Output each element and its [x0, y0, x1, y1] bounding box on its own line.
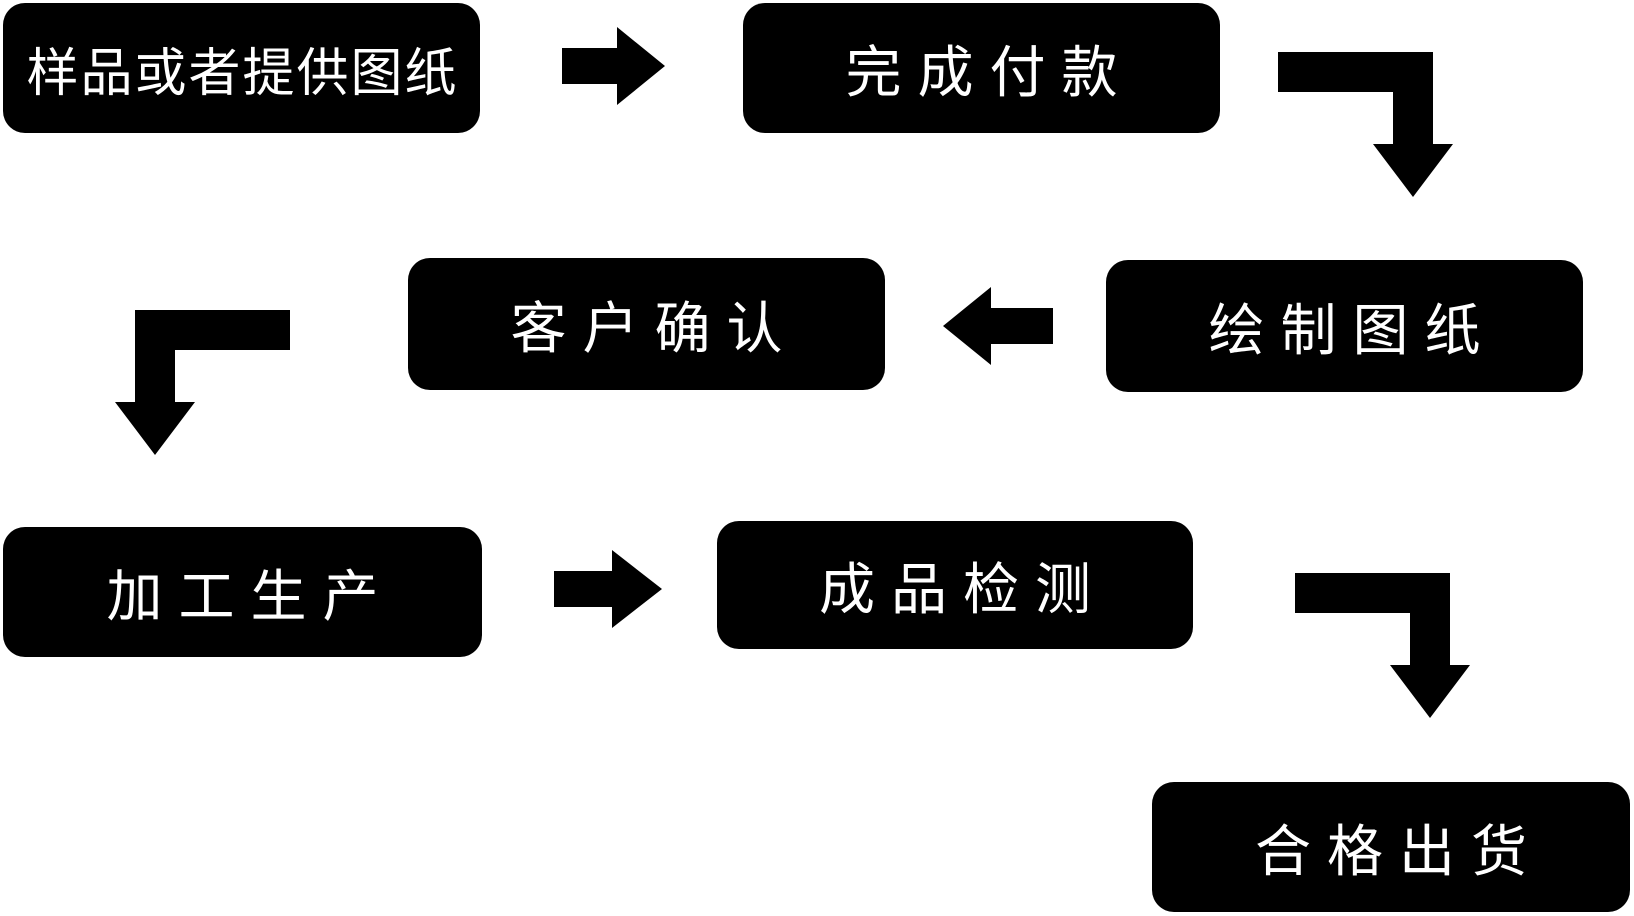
flow-node-product-inspection: 成品检测 [717, 521, 1193, 649]
arrow-left-icon-step3-to-step4 [943, 287, 1053, 365]
arrow-right-icon-step1-to-step2 [562, 27, 665, 105]
flow-node-sample-or-drawing: 样品或者提供图纸 [3, 3, 480, 133]
arrow-elbow-down-icon-step4-to-step5 [115, 310, 290, 455]
flow-node-customer-confirm: 客户确认 [408, 258, 885, 390]
flow-node-qualified-shipment: 合格出货 [1152, 782, 1630, 912]
arrow-right-icon-step5-to-step6 [554, 550, 662, 628]
flow-node-complete-payment: 完成付款 [743, 3, 1220, 133]
arrow-elbow-down-icon-step2-to-step3 [1278, 52, 1453, 197]
arrow-elbow-down-icon-step6-to-step7 [1295, 573, 1470, 718]
flow-node-processing-production: 加工生产 [3, 527, 482, 657]
flow-node-draw-drawings: 绘制图纸 [1106, 260, 1583, 392]
